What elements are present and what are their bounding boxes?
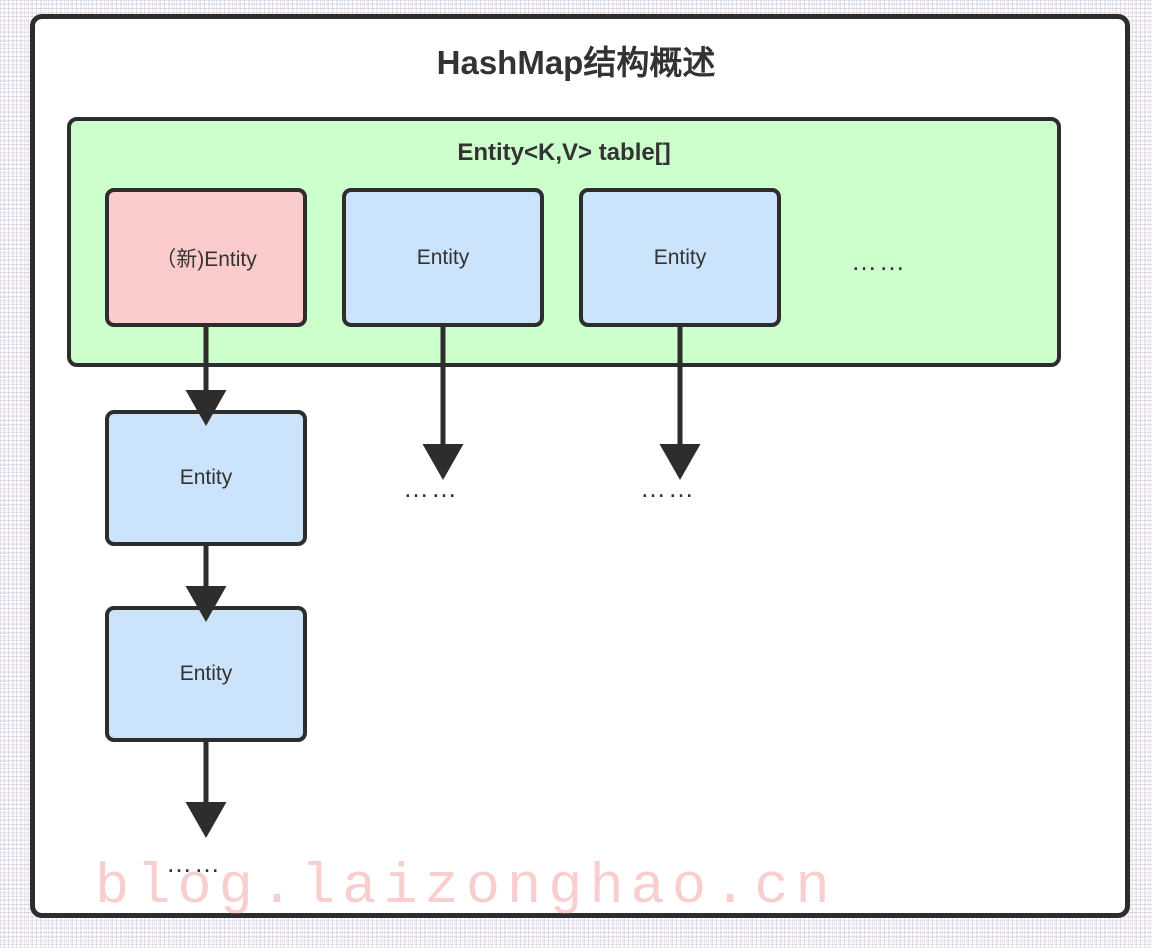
chain-node-2[interactable]: Entity [105, 606, 307, 742]
table-overflow-ellipsis: …… [851, 246, 907, 276]
chain-node-2-label: Entity [179, 662, 233, 685]
bucket-1-entity[interactable]: Entity [342, 188, 544, 327]
bucket-0-label: （新)Entity [155, 247, 257, 271]
chain-node-1[interactable]: Entity [105, 410, 307, 546]
bucket-1-label: Entity [416, 245, 470, 269]
chain-node-1-label: Entity [179, 466, 233, 489]
bucket-2-label: Entity [653, 245, 707, 269]
table-array-label: Entity<K,V> table[] [457, 139, 671, 166]
site-watermark: blog.laizonghao.cn [95, 856, 837, 920]
bucket-0-new-entity[interactable]: （新)Entity [105, 188, 307, 327]
bucket-2-chain-ellipsis: …… [640, 473, 696, 503]
bucket-2-entity[interactable]: Entity [579, 188, 781, 327]
page-title: HashMap结构概述 [436, 44, 716, 81]
bucket-1-chain-ellipsis: …… [403, 473, 459, 503]
chain-tail-ellipsis: …… [166, 848, 222, 878]
